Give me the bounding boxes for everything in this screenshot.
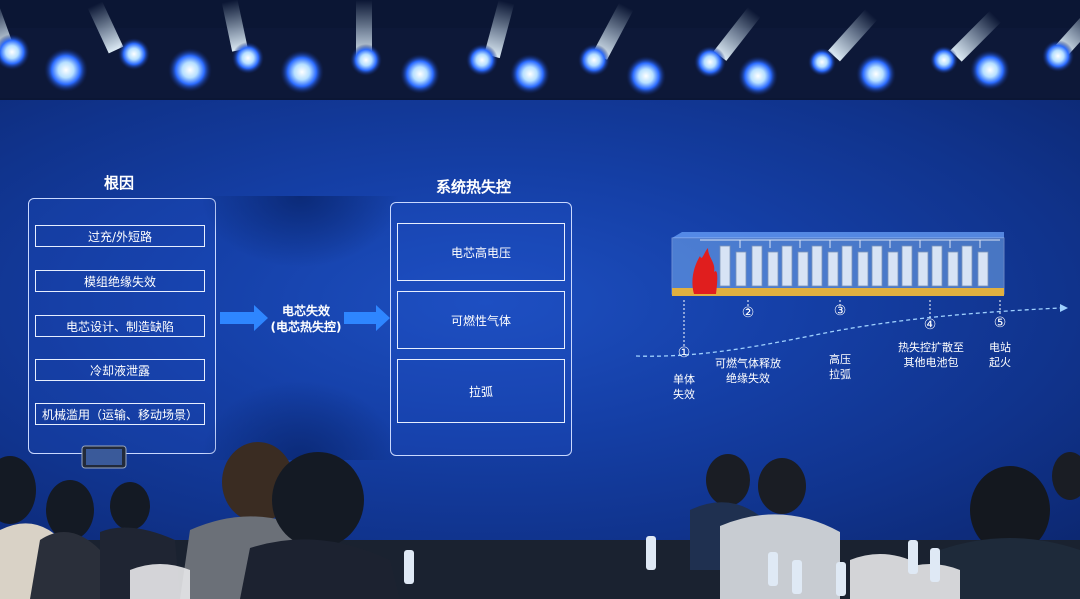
timeline-step-1-line2: 失效 — [673, 388, 695, 401]
timeline-step-4-label: 热失控扩散至 其他电池包 — [888, 340, 974, 370]
timeline-step-5-line1: 电站 — [989, 341, 1011, 354]
busbar-lines — [700, 239, 1000, 248]
system-title: 系统热失控 — [436, 178, 512, 196]
timeline-step-4-line2: 其他电池包 — [903, 356, 959, 369]
flame-icon — [692, 248, 718, 294]
timeline-step-3-number: ③ — [833, 303, 847, 319]
arrow-right-icon — [220, 305, 268, 331]
timeline-step-2-number: ② — [741, 305, 755, 321]
root-cause-panel: 过充/外短路 模组绝缘失效 电芯设计、制造缺陷 冷却液泄露 机械滥用（运输、移动… — [28, 198, 216, 454]
timeline-arrowhead — [1060, 304, 1068, 312]
timeline-step-5-number: ⑤ — [993, 315, 1007, 331]
system-item: 电芯高电压 — [397, 223, 565, 281]
phone-in-hand — [81, 445, 127, 469]
audience-heads — [0, 442, 1080, 599]
arrow-right-icon — [344, 305, 390, 331]
root-cause-item: 冷却液泄露 — [35, 359, 205, 381]
timeline-step-5-label: 电站 起火 — [980, 340, 1020, 370]
root-cause-item: 模组绝缘失效 — [35, 270, 205, 292]
system-panel: 电芯高电压 可燃性气体 拉弧 — [390, 202, 572, 456]
timeline-step-1-label: 单体 失效 — [662, 372, 706, 402]
light-heads — [0, 34, 1074, 96]
system-item: 拉弧 — [397, 359, 565, 423]
timeline-curve — [635, 307, 1061, 357]
light-beams — [0, 0, 1080, 62]
timeline-step-1-number: ① — [677, 345, 691, 361]
decor-curve-bottom — [200, 380, 400, 460]
timeline-step-2-label: 可燃气体释放 绝缘失效 — [704, 356, 792, 386]
decor-curve-top — [200, 196, 400, 268]
stage-lights — [0, 0, 1080, 100]
system-item: 可燃性气体 — [397, 291, 565, 349]
projection-screen — [0, 100, 1080, 550]
timeline-step-4-line1: 热失控扩散至 — [898, 341, 964, 354]
water-bottles — [404, 536, 940, 596]
middle-label-line2: (电芯热失控) — [270, 320, 342, 334]
root-cause-title: 根因 — [104, 174, 135, 192]
timeline-step-3-line1: 高压 — [829, 353, 851, 366]
timeline-step-2-line2: 绝缘失效 — [726, 372, 770, 385]
middle-label: 电芯失效 (电芯热失控) — [262, 303, 350, 335]
middle-label-line1: 电芯失效 — [281, 304, 330, 318]
timeline-droplines — [683, 300, 1001, 346]
audience-foreground — [0, 442, 1080, 599]
timeline-step-4-number: ④ — [923, 317, 937, 333]
timeline-step-3-line2: 拉弧 — [829, 368, 851, 381]
timeline-step-5-line2: 起火 — [989, 356, 1011, 369]
root-cause-item: 电芯设计、制造缺陷 — [35, 315, 205, 337]
timeline-step-3-label: 高压 拉弧 — [818, 352, 862, 382]
timeline-step-2-line1: 可燃气体释放 — [715, 357, 781, 370]
battery-cells — [719, 245, 989, 287]
timeline-step-1-line1: 单体 — [673, 373, 695, 386]
